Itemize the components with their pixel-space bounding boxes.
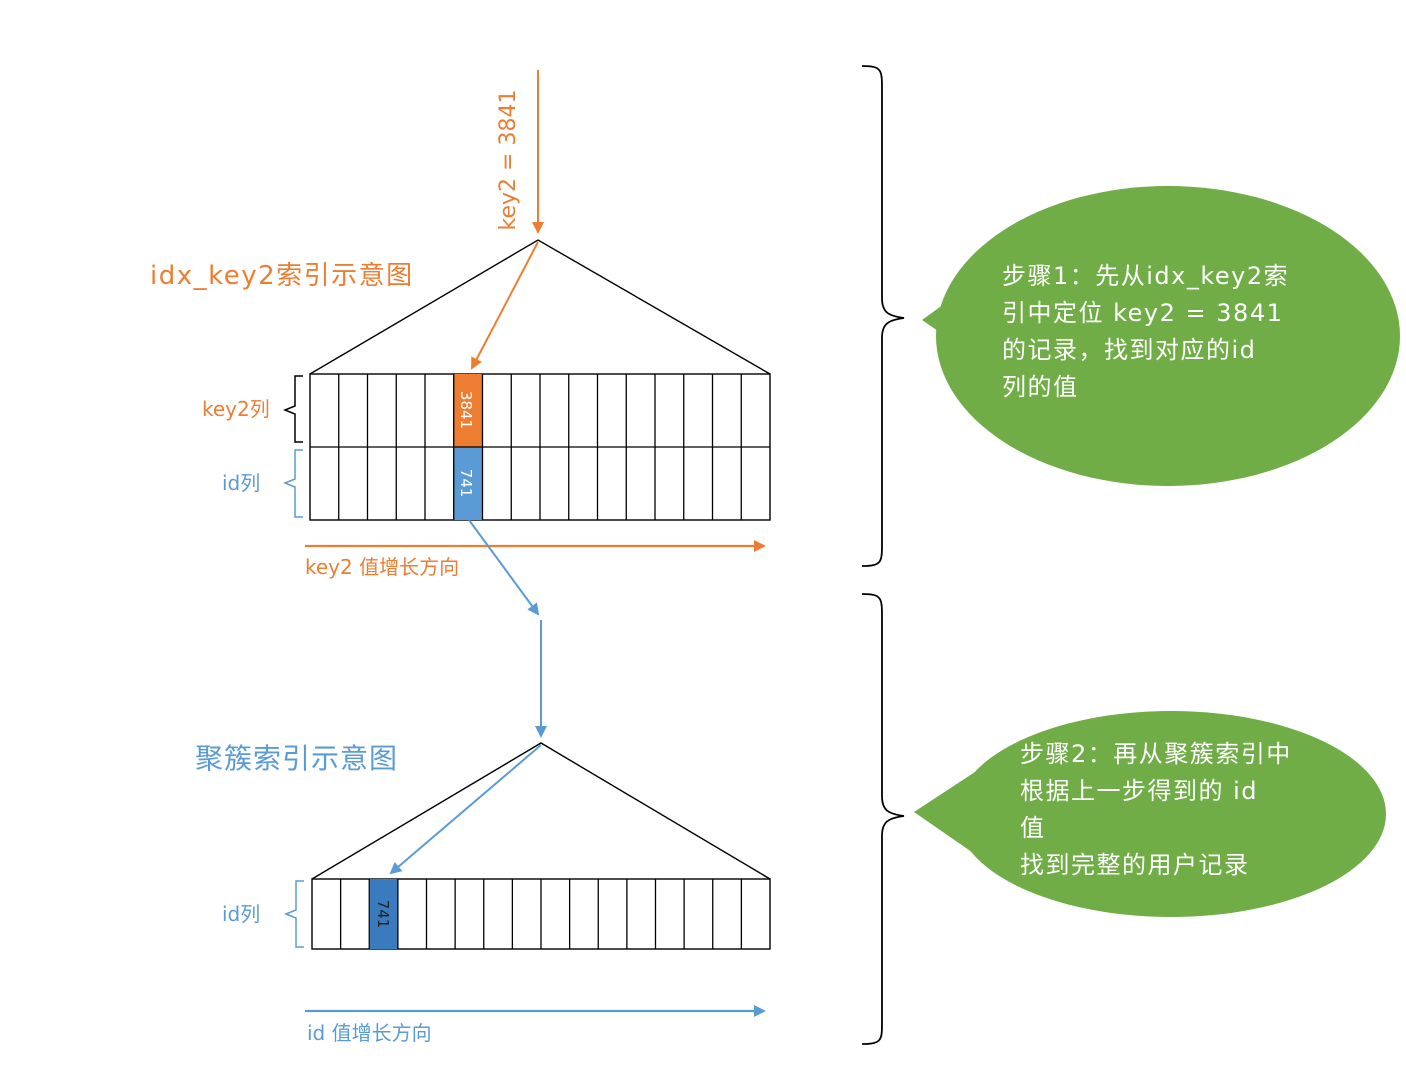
bottom-index-triangle — [311, 742, 771, 880]
key2-direction-label: key2 值增长方向 — [305, 555, 459, 579]
step2-line-3: 值 — [1020, 814, 1046, 842]
entry-arrow-label: key2 = 3841 — [496, 90, 521, 231]
top-index-triangle — [309, 239, 771, 375]
key2-cell-value: 3841 — [457, 391, 475, 429]
clustered-id-cell-highlight — [370, 879, 398, 949]
step2-line-1: 步骤2：再从聚簇索引中 — [1020, 740, 1292, 768]
step2-line-2: 根据上一步得到的 id — [1020, 777, 1258, 805]
step1-line-4: 列的值 — [1002, 373, 1079, 401]
step2-line-4: 找到完整的用户记录 — [1020, 851, 1250, 879]
top-index-title: idx_key2索引示意图 — [150, 261, 414, 291]
key2-cell-highlight — [453, 374, 483, 447]
clustered-id-row-brace — [283, 880, 304, 948]
id-row-brace — [282, 449, 303, 518]
key2-row-brace — [282, 375, 303, 443]
bottom-index-title: 聚簇索引示意图 — [195, 742, 398, 775]
bottom-row-label-id: id列 — [222, 902, 260, 926]
clustered-id-cell-value: 741 — [374, 900, 392, 929]
step2-bubble — [914, 711, 1386, 917]
step2-text: 步骤2：再从聚簇索引中 根据上一步得到的 id 值 找到完整的用户记录 — [1020, 740, 1301, 879]
step1-line-1: 步骤1：先从idx_key2索 — [1002, 262, 1289, 290]
id-direction-label: id 值增长方向 — [307, 1021, 432, 1045]
top-row-label-key2: key2列 — [202, 397, 270, 421]
bottom-index-grid — [311, 878, 771, 950]
id-to-bend-arrow — [468, 519, 540, 616]
apex-to-key2-arrow — [471, 241, 539, 370]
apex-to-id-arrow — [389, 744, 542, 875]
step1-line-3: 的记录，找到对应的id — [1002, 336, 1256, 364]
step1-brace — [861, 65, 905, 567]
id-cell-value: 741 — [457, 469, 475, 498]
top-row-label-id: id列 — [222, 471, 260, 495]
step1-text: 步骤1：先从idx_key2索 引中定位 key2 = 3841 的记录，找到对… — [1002, 262, 1298, 401]
step1-line-2: 引中定位 key2 = 3841 — [1002, 299, 1283, 327]
step2-brace — [861, 593, 905, 1045]
id-cell-highlight — [453, 447, 483, 520]
step1-bubble — [922, 186, 1400, 486]
top-index-grid — [309, 373, 771, 521]
